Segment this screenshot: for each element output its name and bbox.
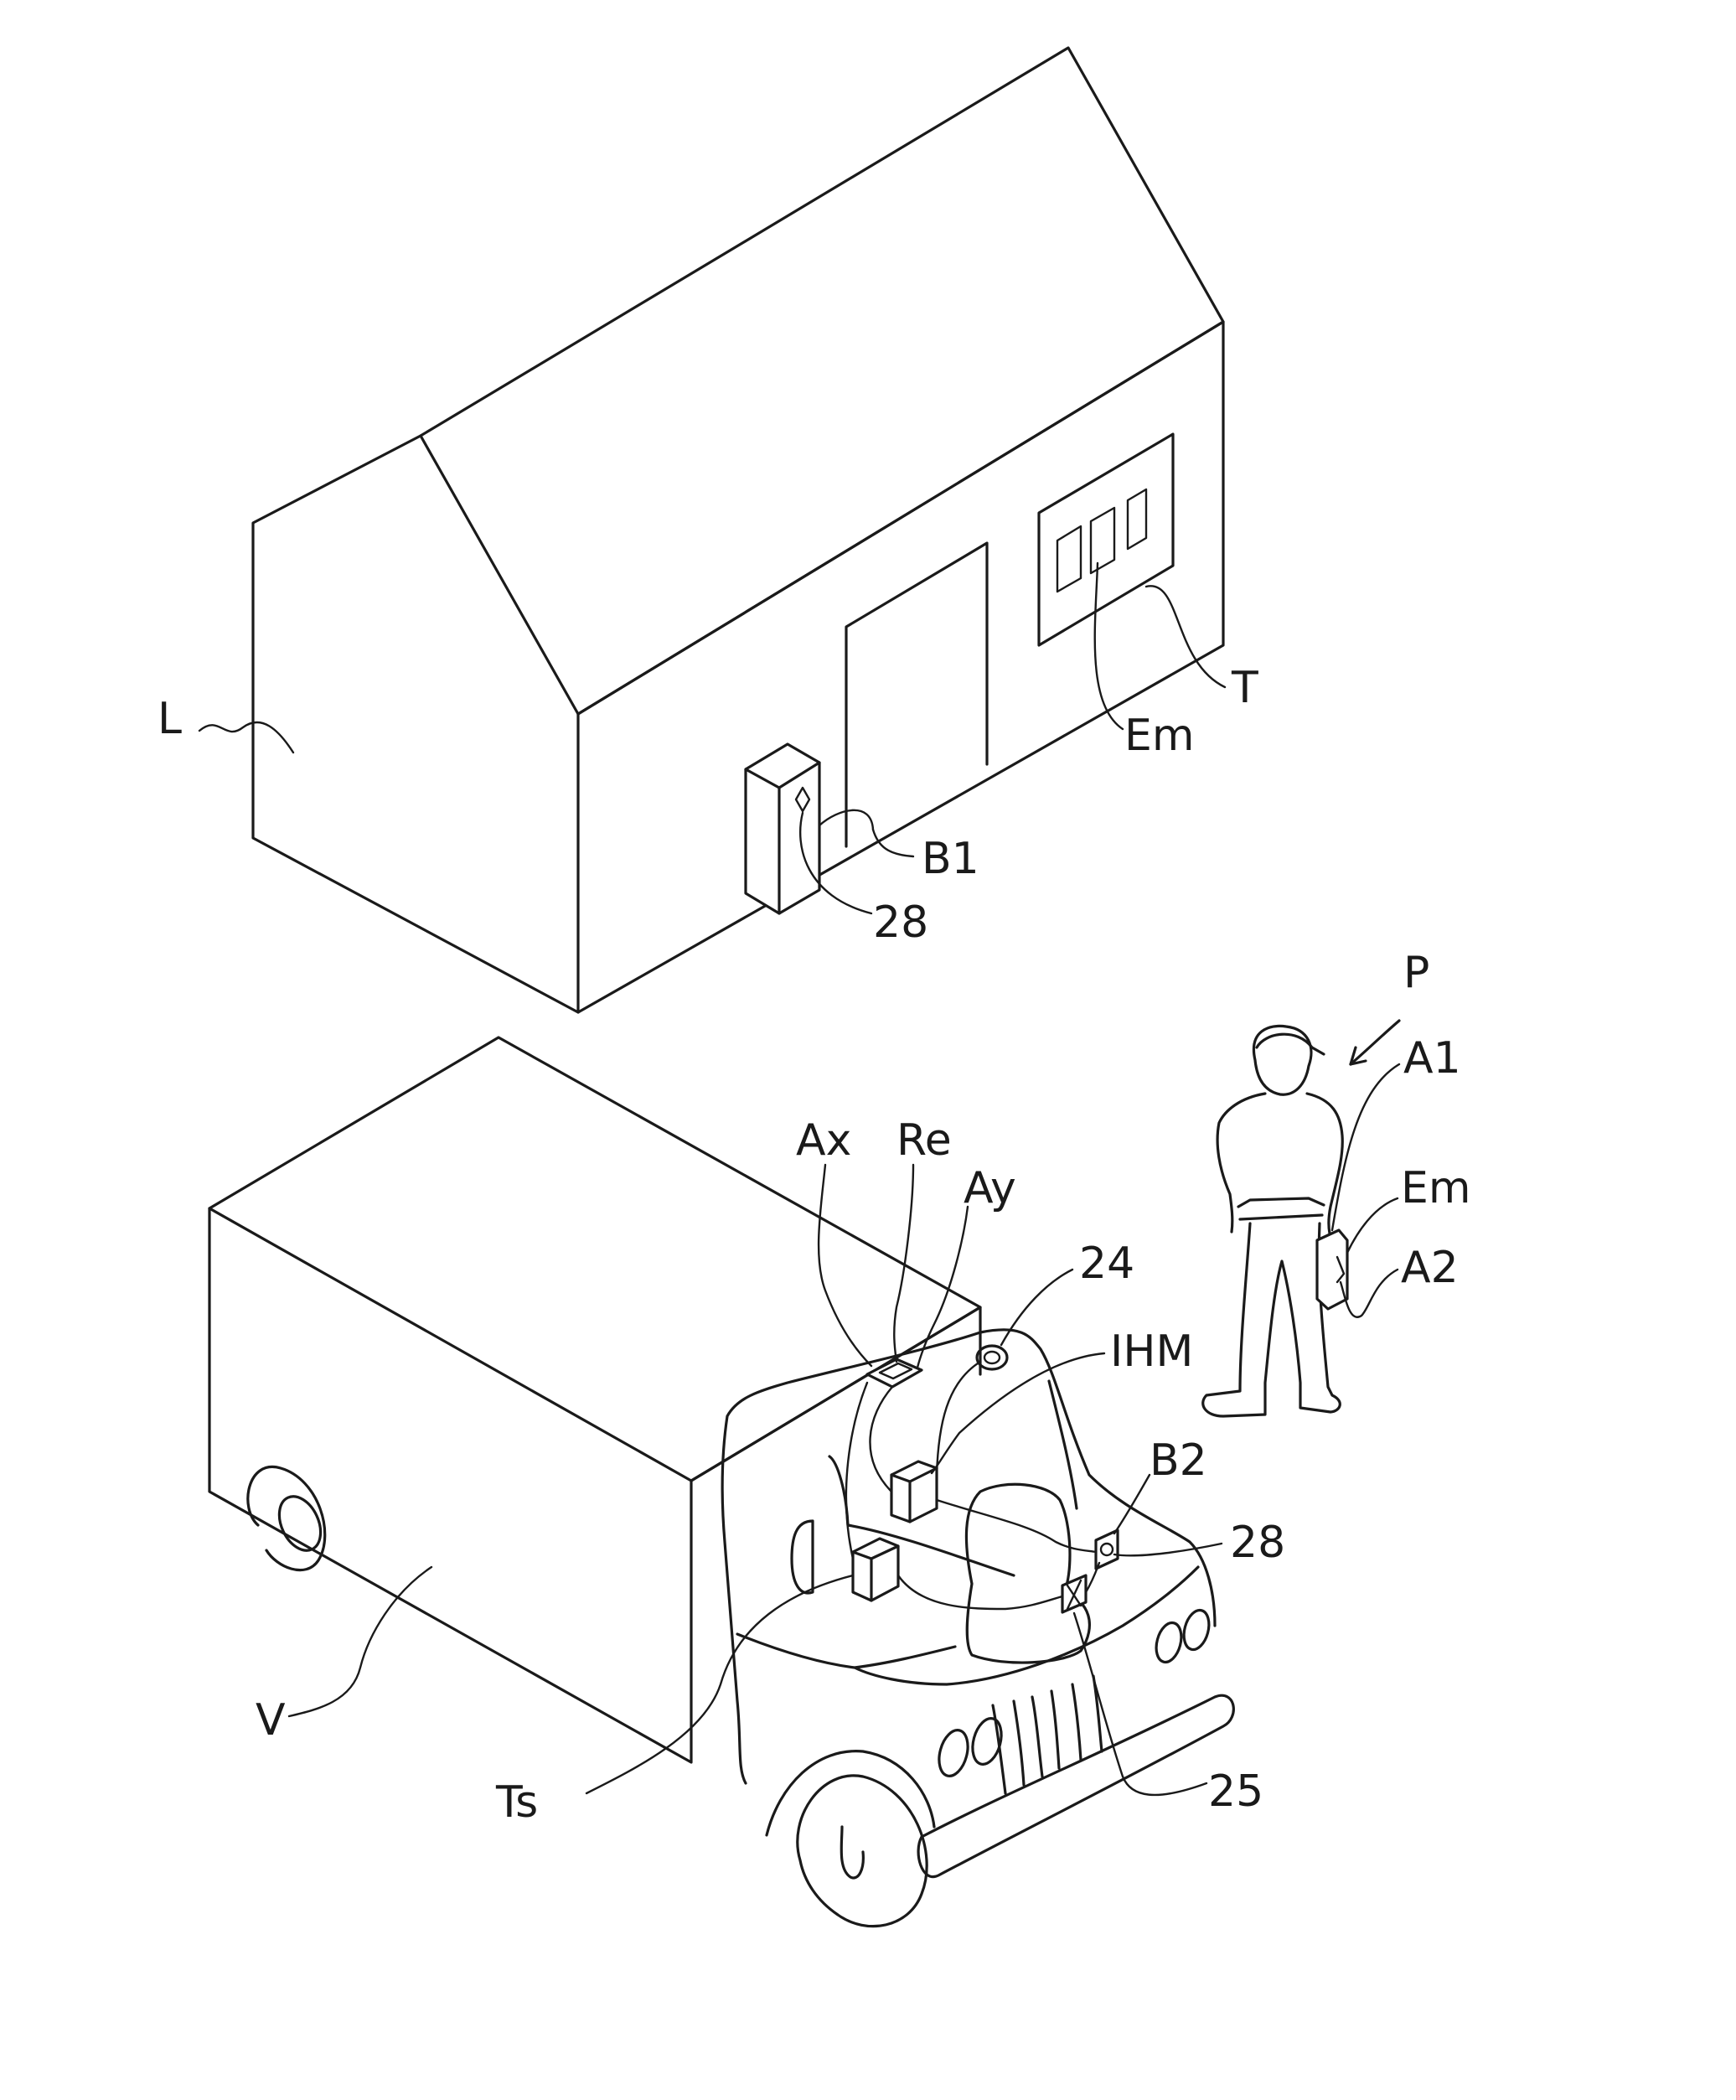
headlight-right-2 <box>1180 1607 1212 1653</box>
label-24: 24 <box>1079 1239 1134 1289</box>
label-28-building: 28 <box>873 897 928 948</box>
front-wheel-hub <box>841 1827 863 1878</box>
vehicle: Ax Re Ay 24 IHM B2 28 V Ts 25 <box>209 1037 1285 1927</box>
building-door <box>846 543 987 846</box>
leader-28-vehicle <box>1114 1544 1222 1555</box>
label-B1: B1 <box>922 834 979 884</box>
panel-breaker-2 <box>1091 508 1114 573</box>
label-Ay: Ay <box>964 1163 1016 1213</box>
leader-Em-person <box>1347 1198 1398 1253</box>
leader-V <box>289 1567 431 1716</box>
label-P: P <box>1403 948 1429 998</box>
cargo-box-roof <box>209 1037 980 1481</box>
leader-A2 <box>1341 1270 1398 1317</box>
wire-re-ihm <box>870 1387 892 1492</box>
wire-ts-25 <box>898 1575 1062 1609</box>
wire-re-ts <box>846 1383 867 1559</box>
label-V: V <box>256 1695 286 1746</box>
label-A1: A1 <box>1403 1033 1461 1084</box>
label-25: 25 <box>1208 1766 1263 1817</box>
label-Ax: Ax <box>796 1115 851 1166</box>
wire-ihm-b2 <box>937 1500 1096 1552</box>
label-IHM: IHM <box>1110 1327 1193 1377</box>
label-Em-person: Em <box>1401 1163 1471 1213</box>
person: P A1 Em A2 <box>1203 948 1471 1416</box>
leader-IHM <box>932 1353 1104 1473</box>
front-fender <box>767 1751 934 1835</box>
leader-L <box>199 722 293 753</box>
headlight-right-1 <box>1152 1620 1185 1665</box>
label-Re: Re <box>896 1115 952 1166</box>
headlight-left-1 <box>934 1727 972 1779</box>
label-28-vehicle: 28 <box>1230 1518 1285 1568</box>
roof-unit-re <box>867 1359 922 1387</box>
label-Em-building: Em <box>1124 711 1195 761</box>
seat <box>966 1484 1089 1663</box>
building: L T Em B1 28 <box>158 48 1258 1012</box>
rear-wheel-hub <box>271 1490 329 1557</box>
label-L: L <box>158 694 182 744</box>
leader-T <box>1146 586 1225 687</box>
panel-breaker-1 <box>1057 526 1081 592</box>
leader-24 <box>1001 1270 1072 1345</box>
cargo-box-side <box>209 1208 691 1762</box>
beacon-24-inner <box>984 1352 1000 1363</box>
leader-Ts <box>586 1575 853 1793</box>
label-T: T <box>1231 663 1258 713</box>
arrow-p <box>1351 1021 1399 1064</box>
building-roof <box>421 48 1223 714</box>
leader-B2 <box>1114 1475 1150 1534</box>
label-B2: B2 <box>1150 1435 1207 1486</box>
leader-Ax <box>819 1165 871 1366</box>
building-gable-wall <box>253 436 578 1012</box>
bumper <box>918 1695 1233 1876</box>
wire-25-b2 <box>1086 1563 1099 1592</box>
person-cap <box>1257 1034 1324 1054</box>
cab-side-window <box>792 1521 813 1593</box>
person-head <box>1253 1026 1310 1094</box>
panel-breaker-3 <box>1128 489 1146 549</box>
person-body <box>1217 1094 1342 1242</box>
label-A2: A2 <box>1401 1243 1459 1293</box>
label-Ts: Ts <box>495 1777 538 1828</box>
